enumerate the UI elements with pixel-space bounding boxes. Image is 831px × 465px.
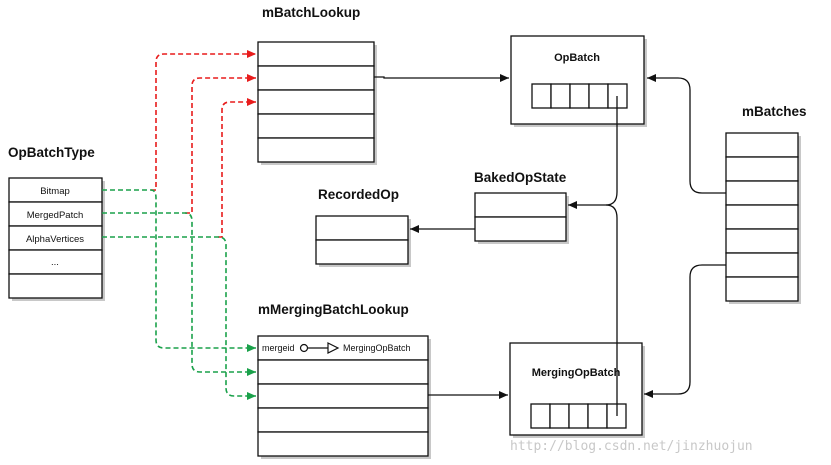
batches-row — [725, 180, 799, 206]
merging-op-batch-box: MergingOpBatch — [509, 342, 645, 438]
batches-table — [725, 132, 801, 304]
op-batch-type-title: OpBatchType — [8, 145, 95, 160]
merging-lookup-row — [257, 431, 429, 457]
batch-lookup-row — [257, 113, 375, 139]
batches-row — [725, 228, 799, 254]
batch-lookup-row — [257, 89, 375, 115]
map-key-circle-icon — [299, 343, 309, 353]
batch-lookup-row — [257, 41, 375, 67]
batches-row — [725, 204, 799, 230]
alpha-vertices-to-batch-lookup-arrow — [218, 98, 256, 238]
black-connectors — [374, 74, 726, 416]
bitmap-to-merging-lookup-arrow — [102, 189, 256, 352]
batches-to-op-batch-arrow — [647, 74, 726, 194]
merging-lookup-row — [257, 335, 429, 361]
recorded-op-title: RecordedOp — [318, 187, 399, 202]
batch-lookup-to-op-batch-arrow — [374, 74, 509, 82]
watermark: http://blog.csdn.net/jinzhuojun — [510, 439, 753, 454]
map-arrow-head-icon — [327, 342, 340, 354]
batches-row — [725, 132, 799, 158]
merging-lookup-title: mMergingBatchLookup — [258, 302, 409, 317]
bitmap-to-batch-lookup-arrow — [151, 50, 256, 191]
batch-lookup-table — [257, 41, 377, 165]
baked-op-state-title: BakedOpState — [474, 170, 567, 185]
merging-lookup-row — [257, 407, 429, 433]
op-batch-type-row-alpha-vertices: AlphaVertices — [26, 234, 84, 245]
batches-row — [725, 276, 799, 302]
op-batch-type-row-bitmap: Bitmap — [40, 186, 70, 197]
batches-to-merging-op-batch-arrow — [644, 264, 726, 398]
batches-row — [725, 156, 799, 182]
baked-op-state-table — [474, 192, 569, 244]
merging-lookup-row — [257, 359, 429, 385]
merged-patch-to-batch-lookup-arrow — [185, 74, 256, 214]
op-batch-label: OpBatch — [554, 52, 600, 64]
batches-row — [725, 252, 799, 278]
op-batch-type-row-merged-patch: MergedPatch — [27, 210, 84, 221]
merging-lookup-table: mergeid MergingOpBatch — [257, 335, 431, 459]
op-batch-type-table: Bitmap MergedPatch AlphaVertices ... — [8, 177, 105, 301]
green-dashed-connectors — [102, 189, 256, 400]
alpha-vertices-to-merging-lookup-arrow — [102, 236, 256, 400]
batches-title: mBatches — [742, 104, 807, 119]
op-batch-box: OpBatch — [510, 35, 647, 127]
merging-op-batch-array — [530, 403, 627, 429]
merging-op-batch-ref: MergingOpBatch — [343, 343, 411, 353]
recorded-op-table — [315, 215, 411, 267]
merging-op-batch-label: MergingOpBatch — [532, 367, 621, 379]
op-batch-array — [531, 83, 628, 109]
op-batch-type-row-ellipsis: ... — [51, 257, 59, 268]
batch-lookup-title: mBatchLookup — [262, 5, 360, 20]
batch-lookup-row — [257, 65, 375, 91]
batch-lookup-row — [257, 137, 375, 163]
red-dashed-connectors — [151, 50, 256, 238]
merging-op-batch-to-baked-op-state-line — [605, 204, 618, 416]
merge-id-label: mergeid — [262, 343, 295, 353]
merging-lookup-row — [257, 383, 429, 409]
